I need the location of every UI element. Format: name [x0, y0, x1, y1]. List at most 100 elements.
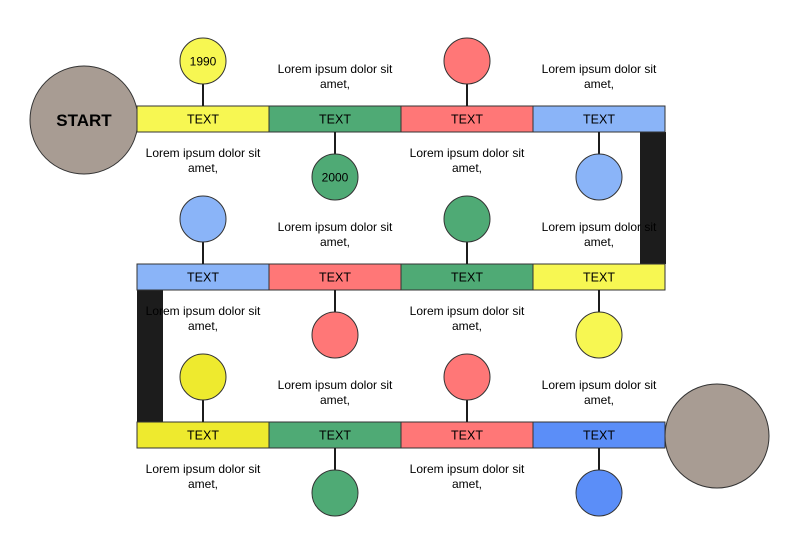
caption-line-2: amet, — [584, 393, 614, 407]
segment-bar — [268, 263, 402, 291]
segment-label: TEXT — [451, 113, 483, 127]
caption-line-1: Lorem ipsum dolor sit — [278, 220, 393, 234]
timeline-marker — [179, 353, 227, 422]
caption-line-2: amet, — [188, 477, 218, 491]
timeline-segment: TEXT — [400, 421, 534, 449]
segment-label: TEXT — [187, 113, 219, 127]
caption-line-1: Lorem ipsum dolor sit — [542, 378, 657, 392]
marker-circle — [443, 195, 491, 243]
start-label: START — [56, 111, 112, 130]
marker-circle — [311, 153, 359, 201]
marker-circle — [443, 353, 491, 401]
segment-label: TEXT — [319, 271, 351, 285]
timeline-marker — [311, 448, 359, 517]
caption-line-1: Lorem ipsum dolor sit — [542, 62, 657, 76]
segment-bar — [268, 105, 402, 133]
timeline-segment: TEXT — [400, 105, 534, 133]
timeline-marker — [575, 448, 623, 517]
timeline-marker: 1990 — [179, 37, 227, 106]
marker-circle — [575, 311, 623, 359]
caption-line-2: amet, — [584, 77, 614, 91]
caption-line-2: amet, — [320, 77, 350, 91]
marker-circle — [575, 153, 623, 201]
caption-line-2: amet, — [320, 393, 350, 407]
segment-bar — [532, 421, 666, 449]
timeline-marker — [443, 37, 491, 106]
timeline-segment: TEXT — [400, 263, 534, 291]
marker-circle — [311, 469, 359, 517]
timeline-segment: TEXT — [532, 105, 666, 133]
timeline-segment: TEXT — [136, 105, 270, 133]
marker-circle — [575, 469, 623, 517]
connector-right — [640, 132, 666, 264]
caption-line-2: amet, — [188, 319, 218, 333]
segment-bar — [400, 263, 534, 291]
caption-line-1: Lorem ipsum dolor sit — [410, 462, 525, 476]
marker-circle — [311, 311, 359, 359]
caption-line-1: Lorem ipsum dolor sit — [146, 462, 261, 476]
caption-line-2: amet, — [584, 235, 614, 249]
caption-line-2: amet, — [452, 477, 482, 491]
marker-year: 1990 — [190, 55, 217, 69]
marker-circle — [179, 37, 227, 85]
segment-label: TEXT — [583, 429, 615, 443]
segment-bar — [400, 105, 534, 133]
caption-line-2: amet, — [452, 161, 482, 175]
caption-line-1: Lorem ipsum dolor sit — [542, 220, 657, 234]
timeline-segment: TEXT — [268, 105, 402, 133]
caption-line-1: Lorem ipsum dolor sit — [410, 146, 525, 160]
segment-label: TEXT — [319, 429, 351, 443]
end-node — [664, 383, 770, 489]
caption-line-1: Lorem ipsum dolor sit — [278, 378, 393, 392]
caption-line-1: Lorem ipsum dolor sit — [410, 304, 525, 318]
start-node: START — [29, 65, 139, 175]
timeline-segment: TEXT — [268, 421, 402, 449]
timeline-segment: TEXT — [532, 421, 666, 449]
caption-line-1: Lorem ipsum dolor sit — [278, 62, 393, 76]
timeline-marker — [311, 290, 359, 359]
segment-bar — [136, 105, 270, 133]
segment-bar — [268, 421, 402, 449]
segment-label: TEXT — [451, 271, 483, 285]
timeline-segment: TEXT — [136, 421, 270, 449]
segment-bar — [136, 263, 270, 291]
timeline-segment: TEXT — [268, 263, 402, 291]
segment-label: TEXT — [583, 271, 615, 285]
timeline-marker — [443, 195, 491, 264]
segment-label: TEXT — [187, 271, 219, 285]
segment-bar — [532, 105, 666, 133]
segment-label: TEXT — [583, 113, 615, 127]
caption-line-2: amet, — [452, 319, 482, 333]
segment-bar — [532, 263, 666, 291]
marker-circle — [179, 195, 227, 243]
timeline-marker — [575, 132, 623, 201]
caption-line-2: amet, — [188, 161, 218, 175]
segment-label: TEXT — [451, 429, 483, 443]
segment-label: TEXT — [187, 429, 219, 443]
marker-circle — [179, 353, 227, 401]
timeline-marker — [575, 290, 623, 359]
timeline-segment: TEXT — [136, 263, 270, 291]
timeline-marker — [443, 353, 491, 422]
timeline-marker: 2000 — [311, 132, 359, 201]
segment-bar — [136, 421, 270, 449]
marker-circle — [443, 37, 491, 85]
timeline-marker — [179, 195, 227, 264]
